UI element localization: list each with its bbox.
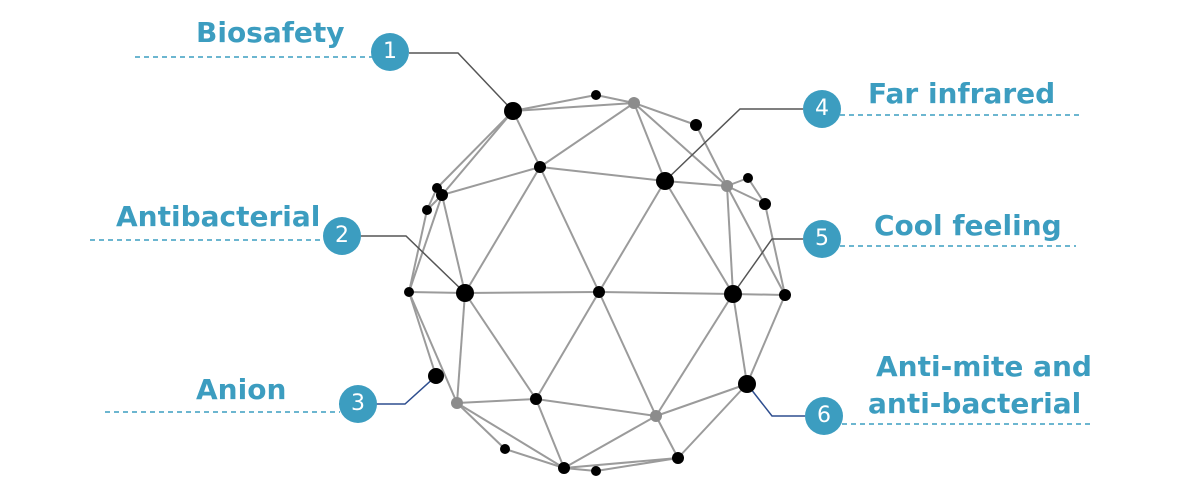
mesh-edge: [441, 166, 541, 196]
mesh-edge: [456, 292, 466, 404]
mesh-edge: [695, 124, 728, 187]
leader-line: [732, 238, 803, 295]
mesh-node: [593, 286, 605, 298]
mesh-edges: [408, 94, 786, 472]
mesh-edge: [441, 194, 466, 294]
mesh-edge: [456, 402, 506, 450]
leader-line: [746, 383, 805, 417]
mesh-node: [628, 97, 640, 109]
mesh-node: [534, 161, 546, 173]
mesh-node: [759, 198, 771, 210]
mesh-node: [422, 205, 432, 215]
mesh-edge: [512, 110, 541, 168]
dashed-underlines: [90, 56, 1092, 425]
mesh-edge: [535, 398, 657, 417]
mesh-edge: [441, 110, 514, 196]
mesh-edge: [726, 185, 734, 295]
mesh-node: [690, 119, 702, 131]
mesh-node: [724, 285, 742, 303]
badge-2: 2: [323, 217, 361, 255]
mesh-node: [428, 368, 444, 384]
mesh-edge: [408, 209, 428, 293]
mesh-edge: [436, 110, 514, 189]
mesh-edge: [633, 102, 697, 126]
mesh-edge: [726, 185, 766, 205]
mesh-node: [432, 183, 442, 193]
mesh-edge: [535, 291, 600, 400]
mesh-edge: [539, 166, 666, 182]
mesh-edge: [563, 457, 679, 469]
mesh-edge: [598, 291, 657, 417]
mesh-edge: [664, 180, 728, 187]
mesh-edge: [595, 94, 635, 104]
label-anti-mite-line1: Anti-mite and: [876, 350, 1092, 383]
leader-line: [361, 235, 466, 294]
mesh-edge: [539, 102, 635, 168]
badge-1: 1: [371, 33, 409, 71]
label-cool-feeling: Cool feeling: [874, 209, 1062, 242]
badge-4: 4: [803, 90, 841, 128]
mesh-edge: [456, 402, 565, 469]
label-anti-mite-line2: anti-bacterial: [868, 387, 1082, 420]
mesh-edge: [408, 291, 437, 377]
mesh-edge: [539, 166, 600, 293]
mesh-edge: [464, 292, 537, 400]
mesh-edge: [598, 180, 666, 293]
label-anion: Anion: [196, 373, 287, 406]
mesh-node: [672, 452, 684, 464]
mesh-node: [721, 180, 733, 192]
badge-6: 6: [805, 397, 843, 435]
mesh-edge: [655, 383, 748, 417]
mesh-edge: [535, 398, 565, 469]
label-antibacterial: Antibacterial: [116, 200, 321, 233]
mesh-node: [504, 102, 522, 120]
mesh-nodes: [404, 90, 791, 476]
mesh-edge: [595, 457, 679, 472]
mesh-edge: [512, 94, 597, 112]
badge-3: 3: [339, 385, 377, 423]
mesh-node: [738, 375, 756, 393]
mesh-node: [530, 393, 542, 405]
mesh-edge: [464, 291, 600, 294]
mesh-edge: [464, 166, 541, 294]
mesh-edge: [408, 291, 458, 404]
mesh-node: [591, 90, 601, 100]
mesh-edge: [746, 294, 786, 385]
mesh-edge: [408, 194, 443, 293]
mesh-edge: [764, 203, 786, 296]
leader-line: [664, 108, 803, 182]
mesh-edge: [655, 293, 734, 417]
mesh-edge: [598, 291, 734, 295]
label-far-infrared: Far infrared: [868, 77, 1056, 110]
mesh-edge: [563, 415, 657, 469]
mesh-edge: [664, 180, 734, 295]
mesh-node: [404, 287, 414, 297]
mesh-edge: [726, 185, 786, 296]
mesh-node: [743, 173, 753, 183]
mesh-edge: [732, 293, 748, 385]
mesh-edge: [677, 383, 748, 459]
mesh-edge: [408, 291, 466, 294]
mesh-edge: [633, 102, 666, 182]
leader-lines: [339, 52, 805, 417]
mesh-node: [558, 462, 570, 474]
mesh-node: [656, 172, 674, 190]
mesh-edge: [504, 448, 565, 469]
mesh-node: [779, 289, 791, 301]
mesh-node: [456, 284, 474, 302]
mesh-edge: [456, 398, 537, 404]
mesh-node: [650, 410, 662, 422]
mesh-node: [500, 444, 510, 454]
mesh-edge: [655, 415, 679, 459]
badge-5: 5: [803, 220, 841, 258]
label-biosafety: Biosafety: [196, 16, 345, 49]
mesh-node: [591, 466, 601, 476]
mesh-node: [451, 397, 463, 409]
mesh-edge: [633, 102, 728, 187]
leader-line: [409, 52, 514, 112]
mesh-edge: [512, 102, 635, 112]
